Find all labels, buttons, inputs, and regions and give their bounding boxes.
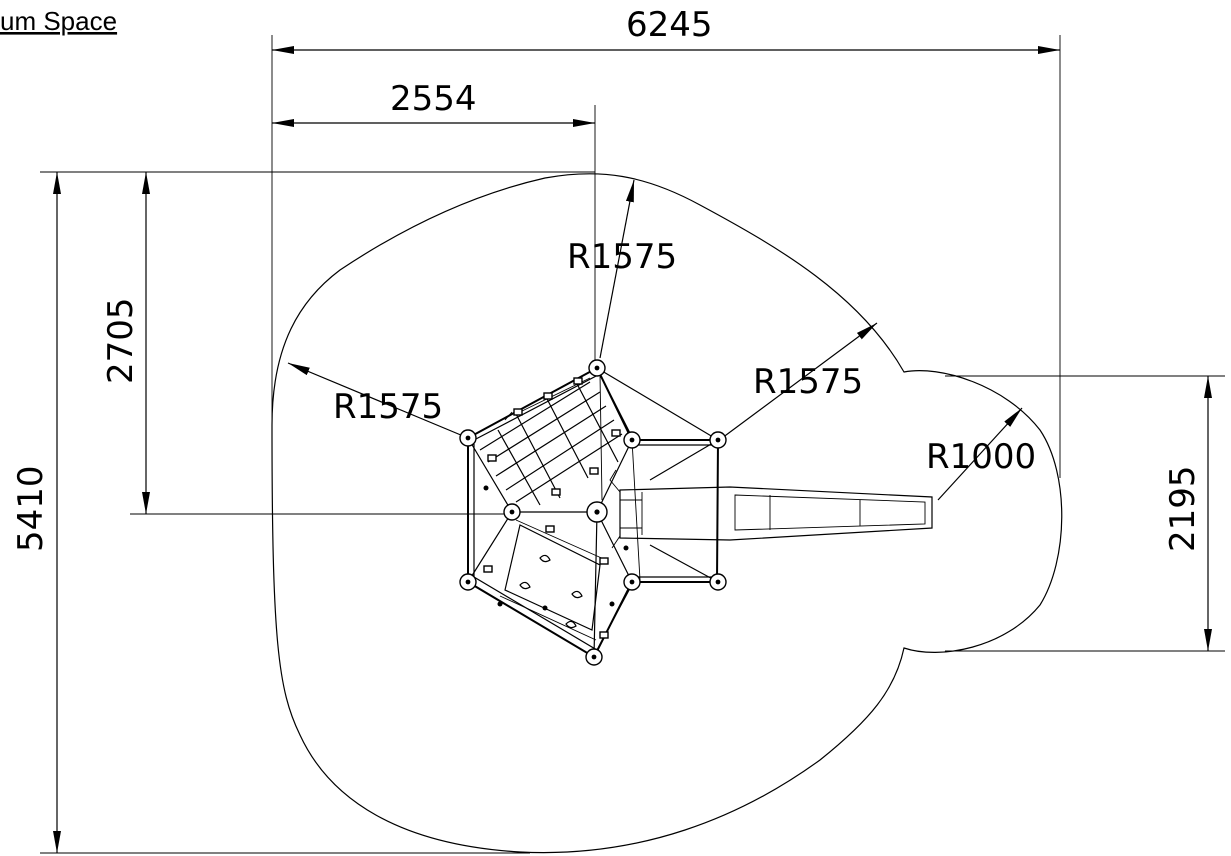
radius-right-label: R1575 — [753, 362, 863, 402]
rope-clamps — [483, 377, 629, 639]
radius-left: R1575 — [287, 362, 469, 439]
drawing-title: um Space — [0, 6, 117, 36]
dimension-overall-height: 5410 — [11, 171, 595, 854]
dimension-offset-width-label: 2554 — [390, 79, 477, 119]
climbing-net — [479, 377, 623, 506]
radius-slide-end: R1000 — [926, 407, 1036, 501]
dimension-slide-zone-height-label: 2195 — [1163, 465, 1203, 552]
safety-zone-outline — [271, 173, 1063, 854]
dimension-slide-zone-height: 2195 — [945, 375, 1225, 652]
dimension-overall-width: 6245 — [271, 5, 1061, 478]
dimension-overall-height-label: 5410 — [11, 465, 51, 552]
dimension-offset-width: 2554 — [272, 79, 596, 365]
climbing-frame — [459, 359, 933, 666]
slide — [609, 469, 933, 549]
radius-right: R1575 — [717, 322, 878, 442]
climbing-wall — [499, 519, 607, 641]
dimension-partial-height-label: 2705 — [101, 297, 141, 384]
frame-joints — [459, 359, 727, 666]
radius-top: R1575 — [567, 179, 677, 359]
dimension-partial-height: 2705 — [101, 172, 512, 515]
radius-top-label: R1575 — [567, 237, 677, 277]
dimension-overall-width-label: 6245 — [626, 5, 713, 45]
radius-left-label: R1575 — [333, 387, 443, 427]
radius-slide-end-label: R1000 — [926, 437, 1036, 477]
